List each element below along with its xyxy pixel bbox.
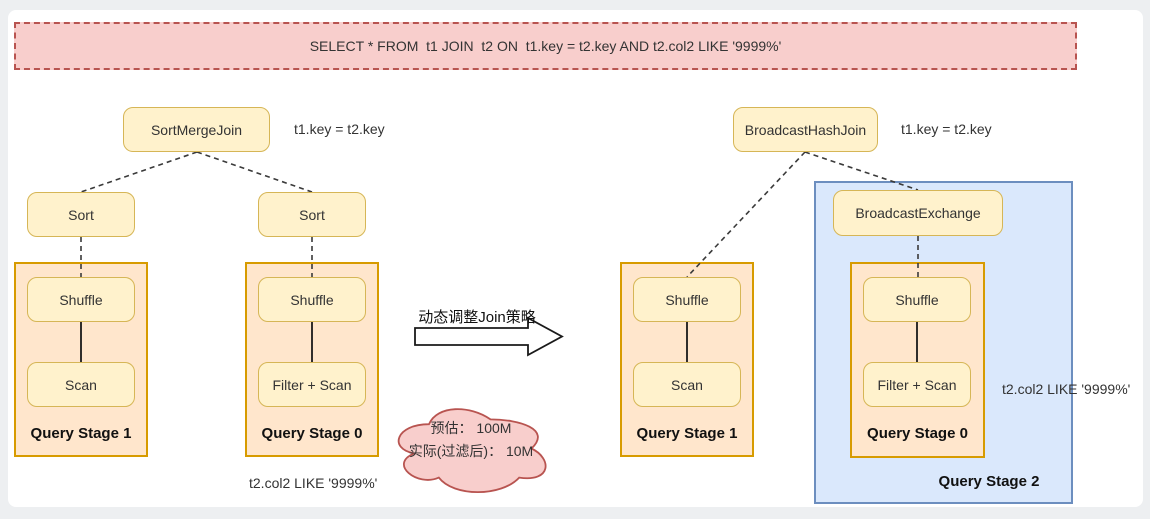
node-sort-right: Sort xyxy=(258,192,366,237)
transition-arrow-icon xyxy=(414,316,564,357)
node-shuffle-right-stage1: Shuffle xyxy=(633,277,741,322)
label-left-query-stage-1: Query Stage 1 xyxy=(30,425,132,442)
node-scan-left-stage1: Scan xyxy=(27,362,135,407)
label-right-query-stage-1: Query Stage 1 xyxy=(636,425,738,442)
join-condition-right: t1.key = t2.key xyxy=(901,121,992,137)
join-condition-left: t1.key = t2.key xyxy=(294,121,385,137)
node-filterscan-left-stage0: Filter + Scan xyxy=(258,362,366,407)
edge-smj-to-sort-left xyxy=(80,151,198,193)
filter-note-left: t2.col2 LIKE '9999%' xyxy=(249,475,378,491)
node-shuffle-left-stage0: Shuffle xyxy=(258,277,366,322)
node-broadcasthashjoin: BroadcastHashJoin xyxy=(733,107,878,152)
transition-arrow-label: 动态调整Join策略 xyxy=(418,309,536,326)
cloud-actual-line: 实际(过滤后)： 10M xyxy=(408,443,534,459)
cloud-callout-shape xyxy=(397,408,547,494)
edge-bhj-to-shuffle-right1 xyxy=(686,151,806,278)
label-left-query-stage-0: Query Stage 0 xyxy=(261,425,363,442)
node-sortmergejoin: SortMergeJoin xyxy=(123,107,270,152)
node-scan-right-stage1: Scan xyxy=(633,362,741,407)
cloud-estimate-line: 预估： 100M xyxy=(430,420,512,436)
edge-smj-to-sort-right xyxy=(196,151,313,193)
node-filterscan-right-stage0: Filter + Scan xyxy=(863,362,971,407)
edge-bhj-to-broadcastexchange xyxy=(804,151,919,191)
node-sort-left: Sort xyxy=(27,192,135,237)
label-query-stage-2: Query Stage 2 xyxy=(938,473,1040,490)
node-shuffle-left-stage1: Shuffle xyxy=(27,277,135,322)
cloud-callout-text: 预估： 100M 实际(过滤后)： 10M xyxy=(392,417,550,463)
node-broadcastexchange: BroadcastExchange xyxy=(833,190,1003,236)
sql-statement-banner: SELECT * FROM t1 JOIN t2 ON t1.key = t2.… xyxy=(14,22,1077,70)
filter-note-right: t2.col2 LIKE '9999%' xyxy=(1002,381,1131,397)
node-shuffle-right-stage0: Shuffle xyxy=(863,277,971,322)
label-right-query-stage-0: Query Stage 0 xyxy=(867,425,968,442)
